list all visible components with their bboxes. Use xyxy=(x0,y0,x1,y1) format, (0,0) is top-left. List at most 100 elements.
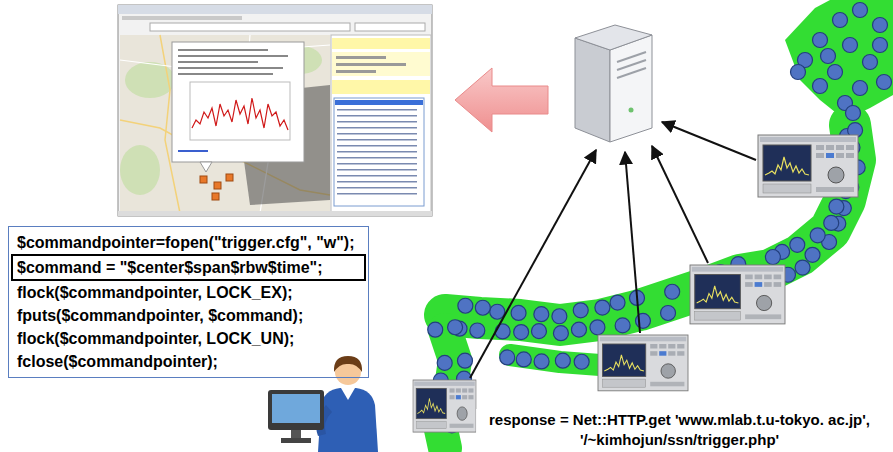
sensor-dot xyxy=(470,323,485,338)
highlighted-code-line: $command = "$center$span$rbw$time"; xyxy=(11,254,366,281)
spectrum-analyzer xyxy=(413,380,476,432)
server-icon xyxy=(629,108,634,113)
browser-screenshot xyxy=(336,63,406,66)
browser-screenshot xyxy=(336,70,376,73)
sensor-dot xyxy=(615,318,630,333)
upload-arrow xyxy=(625,152,640,333)
user-icon xyxy=(268,356,378,452)
japan-land xyxy=(440,0,893,448)
browser-screenshot xyxy=(332,52,430,76)
browser-screenshot xyxy=(337,127,417,129)
upload-arrow xyxy=(662,122,756,160)
server-icon xyxy=(575,25,652,142)
browser-screenshot xyxy=(150,23,350,31)
upload-arrow xyxy=(470,150,596,378)
sensor-dot xyxy=(853,3,868,18)
browser-screenshot xyxy=(200,162,212,172)
sensor-dot xyxy=(555,353,570,368)
browser-screenshot xyxy=(178,61,258,63)
browser-screenshot xyxy=(178,73,273,75)
spectrum-analyzer xyxy=(690,265,785,324)
sensor-dot xyxy=(458,298,473,313)
browser-screenshot xyxy=(337,163,417,165)
server-icon xyxy=(610,35,652,142)
sensor-dot xyxy=(873,38,888,53)
sensor-dot xyxy=(665,284,680,299)
sensor-dot xyxy=(791,65,806,80)
sensor-dot xyxy=(534,307,549,322)
sensor-dot xyxy=(531,324,546,339)
sensor-dot xyxy=(475,300,490,315)
sensor-dot xyxy=(828,65,843,80)
browser-screenshot xyxy=(178,49,268,51)
sensor-dot xyxy=(824,215,839,230)
browser-screenshot xyxy=(200,176,207,183)
sensor-dot xyxy=(853,81,868,96)
sensor-dot xyxy=(810,228,825,243)
sensor-dot xyxy=(500,350,515,365)
sensor-dot xyxy=(590,320,605,335)
browser-screenshot xyxy=(332,80,430,94)
user-icon xyxy=(268,390,324,430)
browser-screenshot xyxy=(337,115,417,117)
browser-screenshot xyxy=(335,100,423,105)
code-line: fclose($commandpointer); xyxy=(17,350,218,373)
sensor-dot xyxy=(833,13,848,28)
code-line: flock($commandpointer, LOCK_UN); xyxy=(17,327,294,350)
upload-arrow xyxy=(652,146,708,263)
spectrum-analyzer xyxy=(413,135,858,432)
upload-arrow xyxy=(470,122,756,378)
sensor-dot xyxy=(829,199,844,214)
sensor-dot xyxy=(534,354,549,369)
browser-screenshot xyxy=(337,109,417,111)
data-flow-arrow xyxy=(455,68,548,132)
japan-land xyxy=(785,0,893,120)
sensor-dot xyxy=(813,33,828,48)
sensor-dot xyxy=(661,305,676,320)
sensor-dot xyxy=(437,355,452,370)
browser-screenshot xyxy=(336,56,386,59)
sensor-dot xyxy=(490,304,505,319)
code-line: flock($commandpointer, LOCK_EX); xyxy=(17,281,293,304)
sensor-dots xyxy=(421,3,892,433)
sensor-dot xyxy=(448,320,463,335)
browser-screenshot xyxy=(337,181,417,183)
sensor-dot xyxy=(457,353,472,368)
sensor-dot xyxy=(553,326,568,341)
browser-screenshot xyxy=(337,145,417,147)
browser-screenshot xyxy=(337,187,417,189)
user-icon xyxy=(291,430,301,439)
browser-screenshot xyxy=(337,133,417,135)
sensor-dot xyxy=(873,18,888,33)
sensor-dot xyxy=(843,38,858,53)
browser-screenshot xyxy=(337,157,417,159)
sensor-dot xyxy=(573,303,588,318)
server-icon xyxy=(575,25,652,50)
browser-screenshot xyxy=(118,5,432,216)
sensor-dot xyxy=(863,55,878,70)
browser-screenshot xyxy=(337,151,417,153)
browser-screenshot xyxy=(192,98,288,130)
data-flow-arrow xyxy=(455,68,548,132)
browser-screenshot xyxy=(226,174,233,181)
browser-screenshot xyxy=(337,121,417,123)
sensor-dot xyxy=(428,322,443,337)
browser-screenshot xyxy=(214,182,221,189)
spectrum-analyzer xyxy=(758,135,858,197)
spectrum-analyzer xyxy=(598,335,688,391)
browser-screenshot xyxy=(355,23,425,31)
ruby-request-code: response = Net::HTTP.get 'www.mlab.t.u-t… xyxy=(476,409,883,451)
browser-screenshot xyxy=(178,67,283,69)
sensor-dot xyxy=(845,106,860,121)
browser-screenshot xyxy=(178,55,288,57)
sensor-dot xyxy=(765,250,780,265)
browser-screenshot xyxy=(172,42,304,162)
code-box: $commandpointer=fopen("trigger.cfg", "w"… xyxy=(8,226,369,378)
user-icon xyxy=(318,388,378,452)
sensor-dot xyxy=(514,325,529,340)
browser-screenshot xyxy=(212,193,219,200)
user-icon xyxy=(334,356,362,372)
code-line: $command = "$center$span$rbw$time"; xyxy=(17,256,323,279)
server-icon xyxy=(575,38,610,142)
